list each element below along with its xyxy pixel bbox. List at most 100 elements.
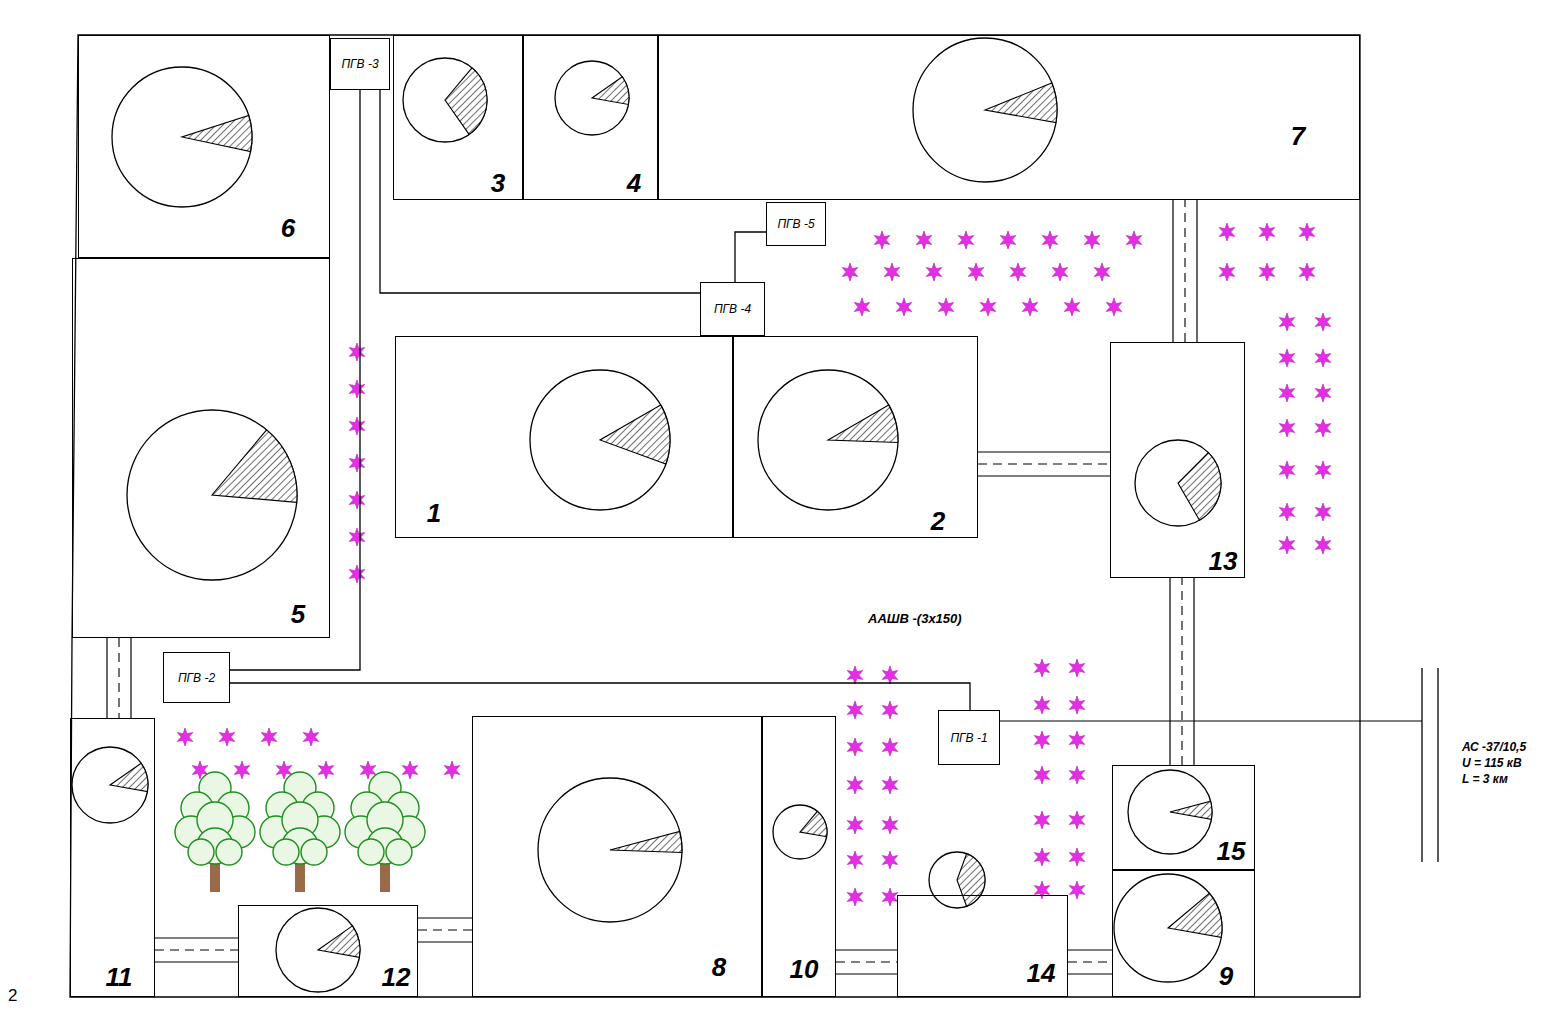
supply-busbar [1421,668,1422,862]
flower-symbol [1315,461,1331,479]
load-circle [773,805,827,859]
flower-symbol [958,231,974,249]
building-number: 14 [1027,960,1056,986]
flower-symbol [882,738,898,756]
flower-symbol [1010,263,1026,281]
road [1170,578,1194,765]
road-axis [836,961,897,962]
tree-crown [301,839,327,865]
flower-symbol [1106,298,1122,316]
lighting-sector [600,405,670,464]
flower-symbol [444,761,460,779]
building-number: 1 [427,500,441,526]
lighting-sector [110,763,148,791]
flower-symbol [847,816,863,834]
building-number: 3 [491,170,505,196]
road [978,452,1110,476]
tree-crown [386,839,412,865]
building-box: 14 [897,895,1068,997]
flower-symbol [847,738,863,756]
flower-symbol [1279,536,1295,554]
load-circle [555,61,629,135]
supply-line-note: U = 115 кВ [1462,756,1522,770]
flower-symbol [842,263,858,281]
flower-symbol [1034,731,1050,749]
load-circle [1128,770,1212,854]
building-number: 5 [291,601,305,627]
cable-path [230,683,970,710]
flower-symbol [1069,766,1085,784]
tree-crown [358,839,384,865]
flower-symbol [1126,231,1142,249]
cable-line [380,90,700,293]
flower-symbol [1315,349,1331,367]
flower-symbol [1052,263,1068,281]
building-number: 10 [790,956,819,982]
road-edge [1196,200,1197,342]
flower-symbol [349,454,365,472]
flower-symbol [938,298,954,316]
flower-symbol [1279,461,1295,479]
substation-label: ПГВ -2 [178,671,215,685]
road-edge [1172,200,1173,342]
flower-symbol [847,701,863,719]
flower-symbol [1069,881,1085,899]
lighting-sector [610,831,682,852]
load-circle [530,370,670,510]
lighting-sector [957,854,985,907]
road-edge [1068,973,1112,974]
cable-path [380,90,700,293]
lighting-sector [445,68,487,135]
road-edge [978,475,1110,476]
flower-symbol [882,816,898,834]
building-box: 12 [238,905,418,997]
building-number: 2 [931,508,945,534]
road-edge [155,937,238,938]
road-edge [1169,578,1170,765]
flower-symbol [261,728,277,746]
substation-label: ПГВ -3 [341,57,378,71]
flower-symbol [882,851,898,869]
flower-symbol [1299,223,1315,241]
tree-symbol [175,772,255,892]
load-circle [403,58,487,142]
building-box: 11 [70,718,155,997]
flower-symbol [349,417,365,435]
flower-symbol [318,761,334,779]
load-circle [127,410,297,580]
flower-symbol [882,701,898,719]
building-box: 2 [733,336,978,538]
flower-symbol [1219,263,1235,281]
tree-crown [216,839,242,865]
flower-symbol [926,263,942,281]
load-circle [758,370,898,510]
building-box: 7 [658,35,1360,200]
flower-symbol [1034,881,1050,899]
load-circle [112,67,252,207]
lighting-sector [1170,801,1212,819]
flower-symbol [1084,231,1100,249]
building-number: 6 [281,215,295,241]
tree-symbol [345,772,425,892]
road-edge [978,451,1110,452]
flower-symbol [1094,263,1110,281]
cable-line [230,683,970,710]
load-circle [929,852,985,908]
flower-symbol [1069,731,1085,749]
building-box: 10 [762,716,836,997]
flower-symbol [349,491,365,509]
flower-symbol [1279,313,1295,331]
flower-symbol [1315,384,1331,402]
flower-symbol [968,263,984,281]
flower-symbol [916,231,932,249]
substation-box: ПГВ -2 [163,652,230,703]
load-circle [72,747,148,823]
road-edge [155,961,238,962]
lighting-sector [318,926,360,957]
lighting-sector [828,405,898,442]
road-axis [1184,200,1185,342]
flower-symbol [1034,659,1050,677]
flower-symbol [1315,503,1331,521]
flower-symbol [234,761,250,779]
